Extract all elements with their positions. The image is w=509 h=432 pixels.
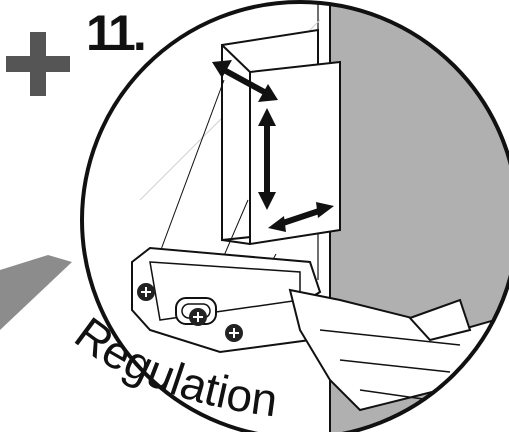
screw-icon <box>225 324 243 342</box>
depth-adjust-arrow <box>212 60 278 102</box>
plus-icon <box>6 32 70 96</box>
side-adjust-arrow <box>268 202 334 232</box>
height-adjust-arrow <box>258 108 276 210</box>
shadow-shape <box>0 255 72 330</box>
screw-icon <box>189 308 207 326</box>
detail-circle <box>82 2 509 432</box>
screw-icon <box>137 283 155 301</box>
step-number: 11. <box>86 5 144 61</box>
detail-circle-outline <box>80 0 509 432</box>
